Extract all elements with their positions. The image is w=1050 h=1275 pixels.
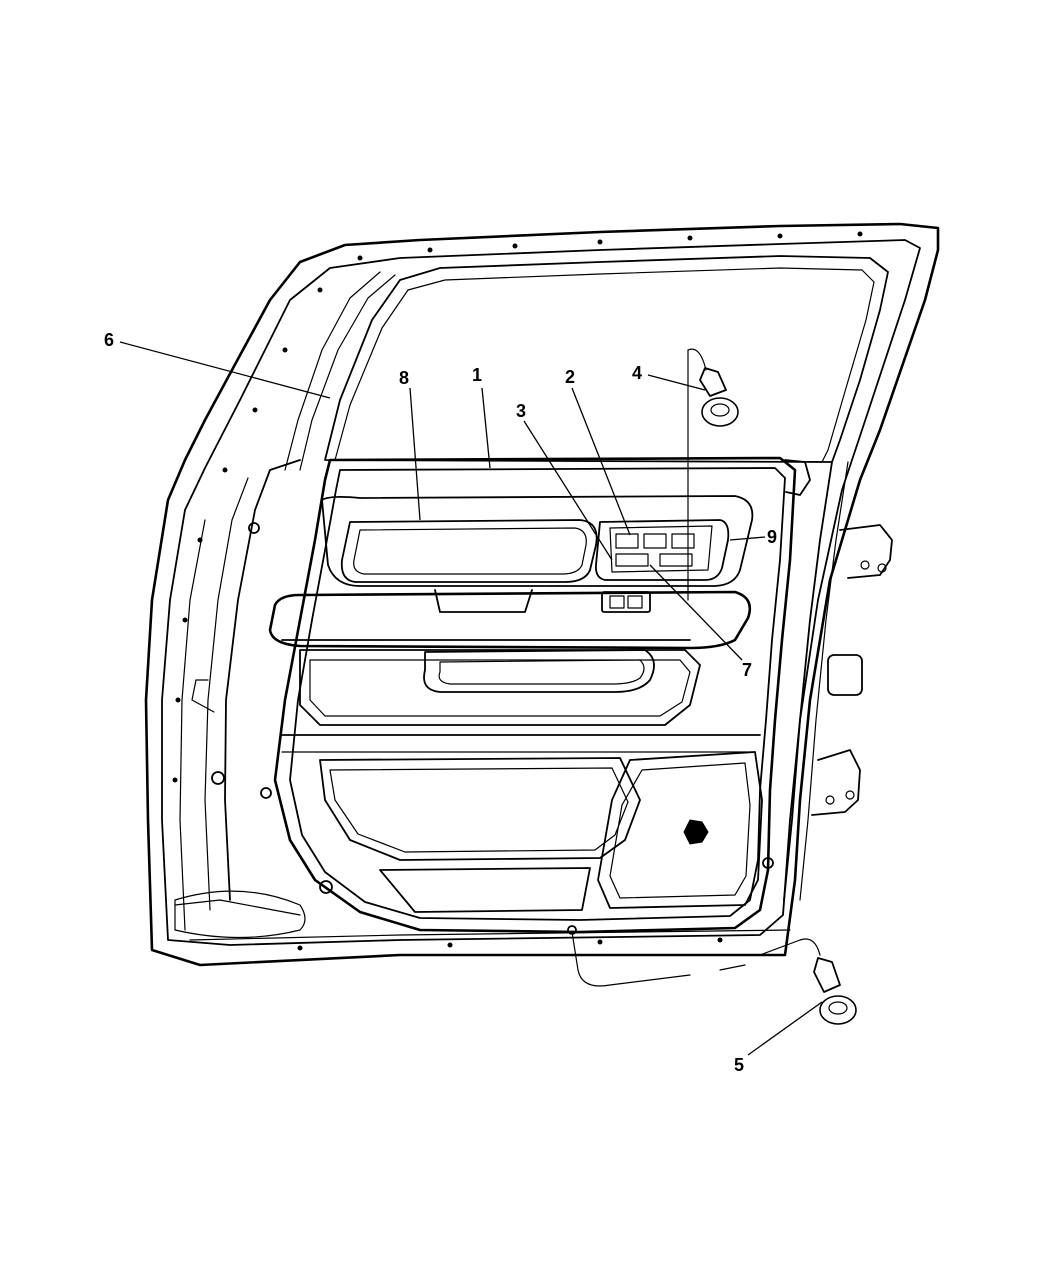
callout-4: 4 <box>632 363 642 383</box>
callouts: 6 8 1 3 2 4 9 7 5 <box>104 330 777 1075</box>
callout-5: 5 <box>734 1055 744 1075</box>
fastener-push-pin-lower <box>571 931 857 1025</box>
trim-panel <box>268 456 811 935</box>
callout-2: 2 <box>565 367 575 387</box>
callout-7: 7 <box>742 660 752 680</box>
fastener-push-pin-upper <box>687 348 739 601</box>
callout-8: 8 <box>399 368 409 388</box>
callout-1: 1 <box>472 365 482 385</box>
leader-lines <box>119 341 823 1056</box>
door-frame <box>144 222 940 967</box>
callout-6: 6 <box>104 330 114 350</box>
callout-9: 9 <box>767 527 777 547</box>
callout-3: 3 <box>516 401 526 421</box>
